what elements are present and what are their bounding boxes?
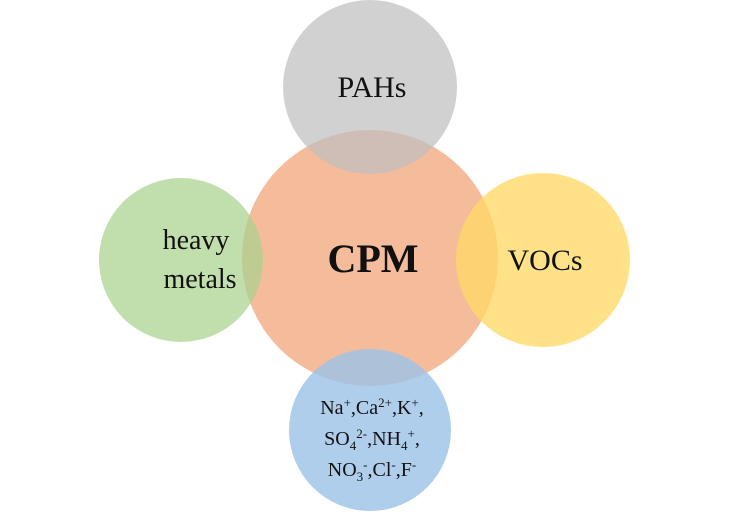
vocs-circle (456, 173, 630, 347)
ion-text-segment: 2+ (378, 395, 392, 410)
ion-text-segment: - (363, 457, 367, 472)
pahs-circle (283, 0, 457, 174)
ion-text-segment: ,Cl (368, 459, 392, 481)
ion-text-segment: SO (324, 428, 350, 450)
heavy-metals-circle (99, 178, 263, 342)
ion-text-segment: , (415, 428, 420, 450)
ion-text-segment: NO (328, 459, 357, 481)
ion-text-segment: + (344, 395, 351, 410)
ion-text-segment: - (412, 457, 416, 472)
ion-text-segment: - (391, 457, 395, 472)
ion-text-segment: 3 (357, 469, 364, 484)
vocs-label: VOCs (507, 244, 582, 277)
ions-line-cations: Na+,Ca2+,K+, (320, 395, 424, 419)
metals-label: metals (163, 264, 236, 295)
ions-line-nitrate-halides: NO3-,Cl-,F- (328, 457, 416, 484)
ion-text-segment: 4 (350, 438, 357, 453)
ion-text-segment: , (419, 397, 424, 419)
ion-text-segment: ,Ca (351, 397, 378, 419)
ions-line-sulfate-ammonium: SO42-,NH4+, (324, 426, 420, 453)
ions-circle (289, 349, 451, 511)
ion-text-segment: ,K (392, 397, 412, 419)
ion-text-segment: Na (320, 397, 343, 419)
ion-text-segment: ,NH (367, 428, 401, 450)
pahs-label: PAHs (338, 71, 407, 104)
ion-text-segment: + (411, 395, 418, 410)
cpm-label: CPM (327, 236, 418, 281)
ion-text-segment: + (407, 426, 414, 441)
cpm-circle (242, 130, 498, 386)
ion-text-segment: 2- (356, 426, 367, 441)
ion-text-segment: ,F (396, 459, 412, 481)
heavy-label: heavy (163, 225, 230, 256)
ion-text-segment: 4 (401, 438, 408, 453)
